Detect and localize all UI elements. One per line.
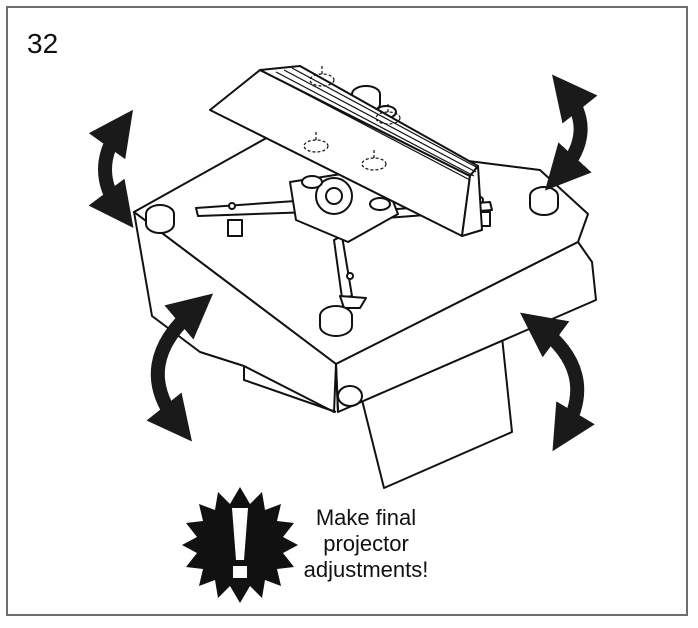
- warning-message: Make final projector adjustments!: [286, 505, 446, 583]
- step-number: 32: [27, 28, 59, 59]
- warning-line-1: Make final: [315, 505, 417, 530]
- arrow-top-right: [544, 74, 598, 191]
- warning-line-2: projector: [323, 531, 409, 556]
- adjustment-arrows: [88, 74, 598, 452]
- arrow-top-left: [88, 109, 134, 228]
- warning-line-3: adjustments!: [303, 557, 429, 582]
- exclamation-burst-icon: [182, 487, 298, 603]
- projector-housing: [209, 65, 483, 237]
- rotation-indicators: [303, 64, 401, 171]
- arrow-bottom-left: [146, 293, 214, 442]
- arrow-bottom-right: [520, 312, 595, 452]
- rubber-pads: [145, 85, 559, 337]
